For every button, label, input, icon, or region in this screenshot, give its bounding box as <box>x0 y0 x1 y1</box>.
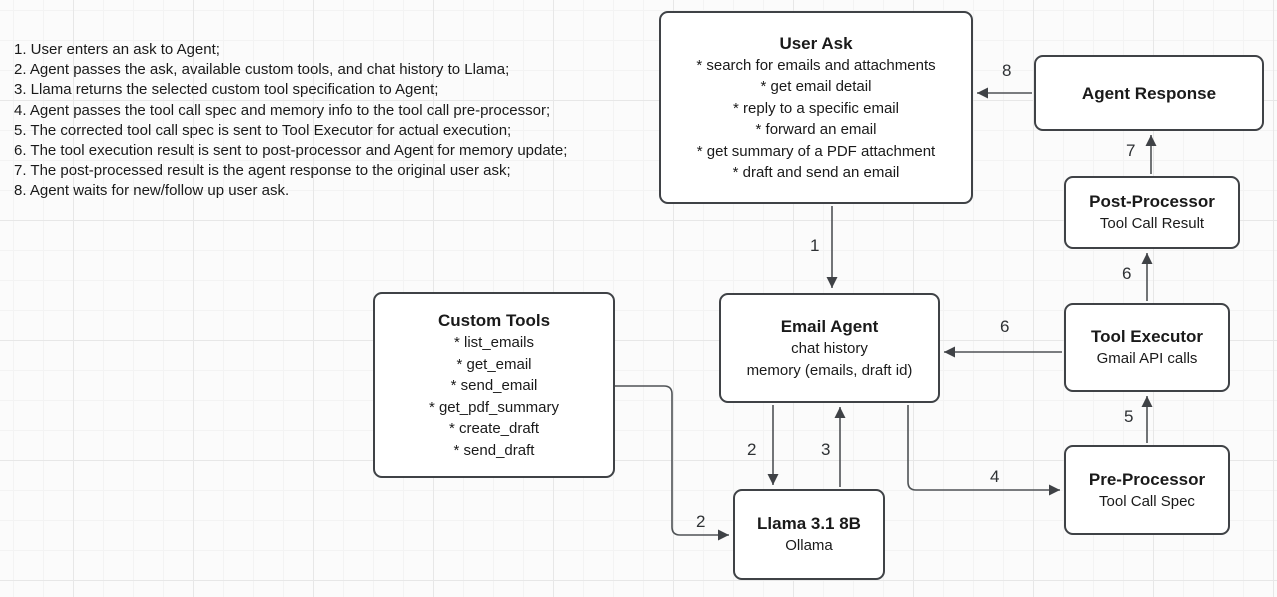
user-ask-item: * search for emails and attachments <box>696 56 936 74</box>
user-ask-item: * forward an email <box>755 121 877 138</box>
custom-tools-item: * get_pdf_summary <box>428 398 560 416</box>
note-line: 5. The corrected tool call spec is sent … <box>14 121 512 139</box>
note-line: 8. Agent waits for new/follow up user as… <box>14 182 290 200</box>
agent-response-box: Agent Response <box>1034 55 1264 131</box>
post-processor-title: Post-Processor <box>1089 192 1215 212</box>
user-ask-title: User Ask <box>779 33 853 53</box>
arrow-step4-emailagent-to-preprocessor <box>907 405 1060 496</box>
agent-response-title: Agent Response <box>1081 83 1217 103</box>
edge-label-step8: 8 <box>1002 61 1012 80</box>
note-line: 6. The tool execution result is sent to … <box>14 142 568 160</box>
user-ask-item: * reply to a specific email <box>733 99 899 117</box>
note-line: 4. Agent passes the tool call spec and m… <box>14 101 551 119</box>
user-ask-item: * draft and send an email <box>732 164 900 181</box>
edge-label-step3: 3 <box>821 440 831 459</box>
post-processor-box: Post-Processor Tool Call Result <box>1064 176 1240 249</box>
edge-label-step2-tools: 2 <box>696 512 706 531</box>
llama-title: Llama 3.1 8B <box>757 514 861 534</box>
post-processor-subtitle: Tool Call Result <box>1099 215 1205 233</box>
email-agent-title: Email Agent <box>780 317 879 336</box>
email-agent-line: memory (emails, draft id) <box>746 361 913 379</box>
user-ask-item: * get email detail <box>760 78 872 95</box>
custom-tools-box: Custom Tools * list_emails * get_email *… <box>373 292 615 478</box>
edge-label-step5: 5 <box>1124 407 1134 426</box>
custom-tools-item: * send_email <box>450 377 538 394</box>
user-ask-box: User Ask * search for emails and attachm… <box>659 11 973 204</box>
edge-label-step4: 4 <box>990 467 1000 486</box>
custom-tools-item: * create_draft <box>448 420 540 437</box>
note-line: 2. Agent passes the ask, available custo… <box>14 61 510 79</box>
pre-processor-subtitle: Tool Call Spec <box>1099 492 1195 510</box>
edge-label-step7: 7 <box>1126 141 1136 160</box>
custom-tools-title: Custom Tools <box>437 311 551 330</box>
email-agent-box: Email Agent chat history memory (emails,… <box>719 293 940 403</box>
user-ask-item: * get summary of a PDF attachment <box>696 142 936 160</box>
edge-label-step6-agent: 6 <box>1000 317 1010 336</box>
note-line: 3. Llama returns the selected custom too… <box>14 81 439 99</box>
custom-tools-item: * list_emails <box>453 334 535 351</box>
custom-tools-item: * send_draft <box>453 441 535 459</box>
pre-processor-box: Pre-Processor Tool Call Spec <box>1064 445 1230 535</box>
arrow-step2-customtools-to-llama <box>615 385 729 541</box>
tool-executor-title: Tool Executor <box>1090 327 1204 347</box>
llama-subtitle: Ollama <box>785 537 833 555</box>
tool-executor-subtitle: Gmail API calls <box>1096 350 1198 368</box>
edge-label-step1: 1 <box>810 236 820 255</box>
pre-processor-title: Pre-Processor <box>1088 469 1206 489</box>
llama-box: Llama 3.1 8B Ollama <box>733 489 885 580</box>
custom-tools-item: * get_email <box>456 355 532 373</box>
tool-executor-box: Tool Executor Gmail API calls <box>1064 303 1230 392</box>
note-line: 7. The post-processed result is the agen… <box>14 162 511 180</box>
email-agent-line: chat history <box>791 340 868 357</box>
edge-label-step6-post: 6 <box>1122 264 1132 283</box>
workflow-notes: 1. User enters an ask to Agent; 2. Agent… <box>14 40 567 202</box>
note-line: 1. User enters an ask to Agent; <box>14 41 220 58</box>
edge-label-step2-agent: 2 <box>747 440 757 459</box>
